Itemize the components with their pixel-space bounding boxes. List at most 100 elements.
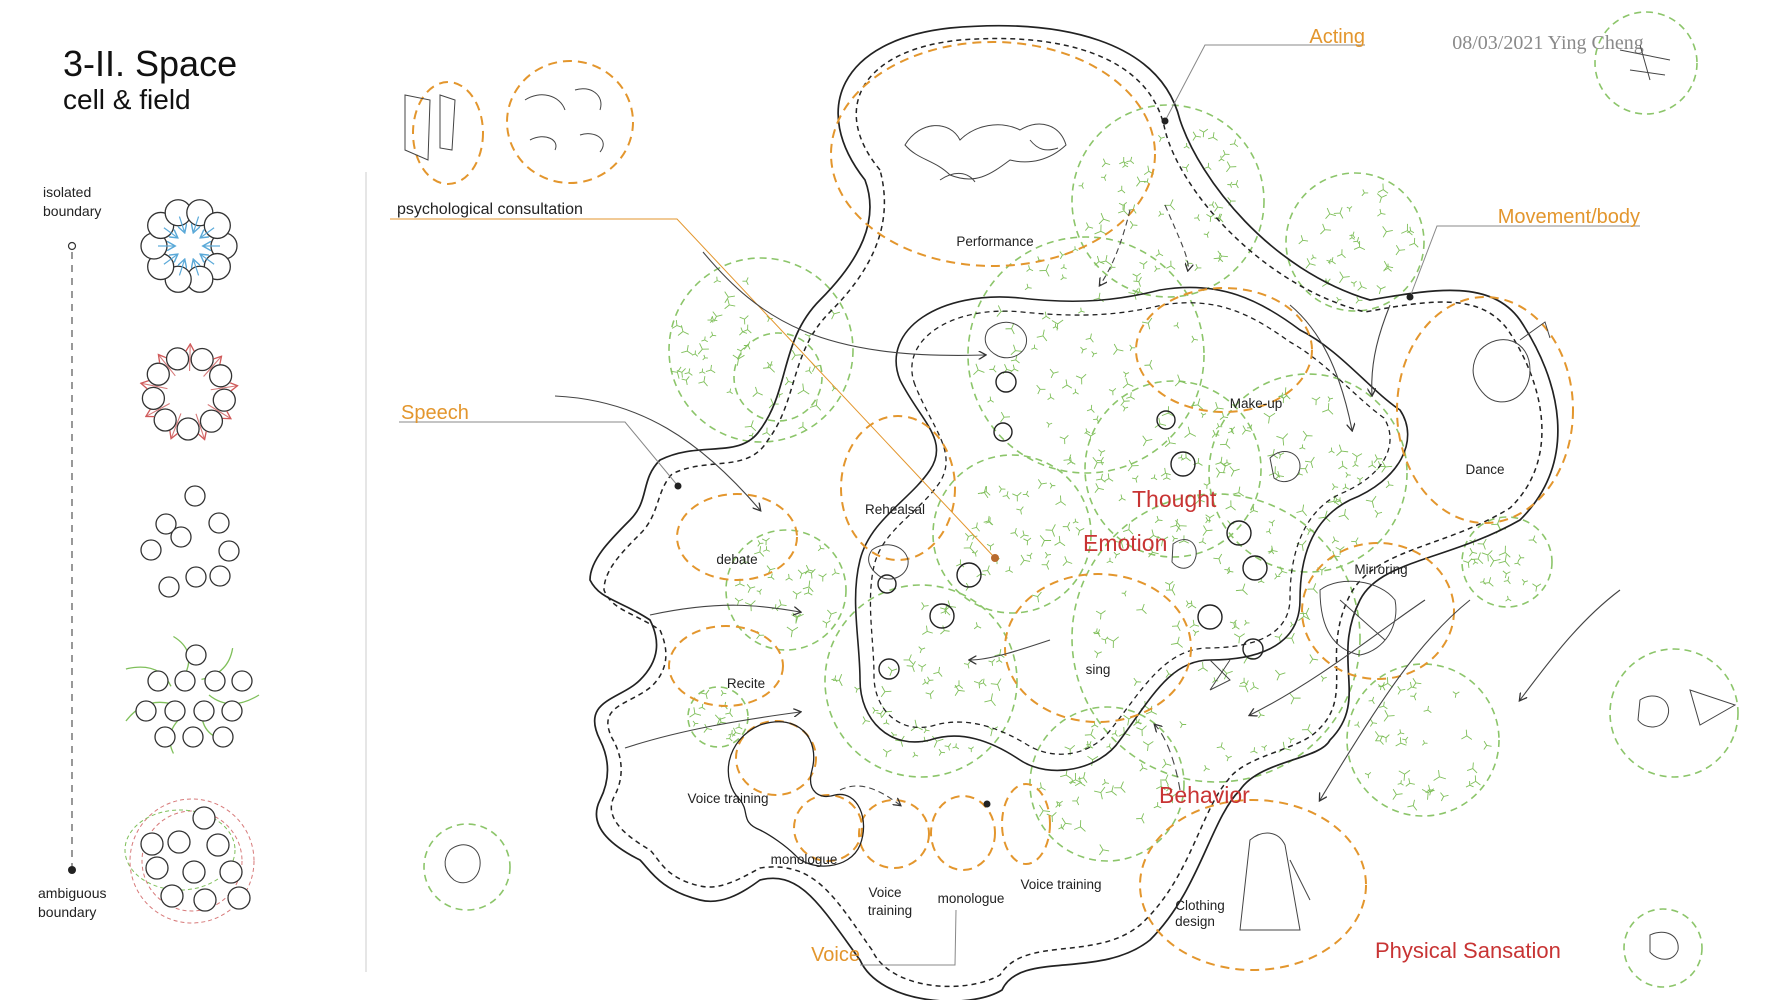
ring-cell [146,362,170,386]
vegetation-mark [973,622,982,630]
vegetation-mark [1477,538,1487,550]
vegetation-mark [1465,781,1474,788]
vegetation-mark [1113,551,1121,559]
vegetation-mark [831,568,840,576]
vegetation-mark [883,719,890,725]
cell-consult-large [506,60,634,184]
vegetation-mark [1204,162,1212,170]
vegetation-mark [1049,368,1059,379]
far-right-figure [1637,689,1737,728]
label-monologue-2: monologue [938,891,1005,906]
vegetation-mark [1470,775,1481,786]
filament-cell [204,670,226,692]
vegetation-mark [872,707,879,714]
vegetation-mark [1349,231,1356,239]
vegetation-mark [1041,560,1050,570]
micro-cell [1197,604,1223,630]
vegetation-mark [1072,388,1079,395]
vegetation-mark [1126,156,1135,164]
thought-figure [1269,451,1301,482]
vegetation-mark [1005,566,1013,573]
vegetation-mark [1106,743,1112,750]
label-voice-training-2-line1: Voice [868,885,901,900]
vegetation-mark [971,522,980,532]
vegetation-mark [1250,747,1258,754]
vegetation-mark [1083,741,1094,750]
vegetation-mark [1023,537,1032,546]
vegetation-mark [743,341,751,350]
vegetation-mark [1158,210,1165,217]
vegetation-mark [1148,529,1160,540]
vegetation-mark [1382,226,1393,238]
vegetation-mark [1133,677,1142,686]
top-right-figure [1619,44,1671,81]
green-field-top-right [1594,11,1698,115]
vegetation-mark [1268,466,1281,478]
vegetation-mark [1150,474,1158,481]
behavior-figure [1209,659,1231,691]
vegetation-mark [744,420,757,432]
vegetation-mark [1229,139,1239,148]
vegetation-mark [983,515,993,525]
vegetation-mark [762,427,771,437]
vegetation-mark [1528,535,1537,544]
vegetation-mark [1203,482,1211,489]
vegetation-mark [681,376,690,386]
vegetation-mark [1440,792,1449,802]
vegetation-mark [818,573,827,582]
outward-arrow [171,413,182,437]
vegetation-mark [1045,524,1056,537]
vegetation-mark [1200,412,1207,418]
vegetation-mark [1405,778,1415,787]
label-consultation: psychological consultation [397,201,583,218]
fog-ring [124,809,236,891]
fog-ring [141,810,243,912]
vegetation-mark [1206,213,1216,222]
vegetation-mark [1463,558,1473,568]
isolated-label-line2: boundary [43,203,101,219]
inward-arrow [163,227,177,237]
vegetation-mark [703,723,713,733]
filament-cell [221,700,243,722]
vegetation-mark [831,675,838,683]
vegetation-mark [1277,451,1285,459]
vegetation-mark [1231,180,1239,189]
vegetation-mark [1322,403,1334,415]
vegetation-mark [1192,131,1201,141]
vegetation-mark [714,714,726,726]
vegetation-mark [797,383,810,395]
vegetation-mark [689,707,702,718]
vegetation-mark [1054,535,1066,547]
vegetation-mark [933,666,943,677]
vegetation-mark [1131,475,1139,483]
vegetation-mark [1086,741,1092,748]
vegetation-mark [1227,427,1235,435]
vegetation-mark [1422,740,1428,746]
loose-cell [170,526,192,548]
boundary-dot [1161,117,1169,125]
vegetation-mark [1120,396,1130,406]
vegetation-mark [1395,737,1407,747]
vegetation-mark [1101,158,1111,168]
vegetation-mark [1219,461,1232,473]
vegetation-mark [827,609,837,620]
green-field-center [967,236,1205,474]
vegetation-mark [1336,249,1346,259]
vegetation-mark [1471,552,1484,565]
vegetation-mark [1154,265,1161,272]
vegetation-mark [767,573,775,580]
vegetation-mark [742,324,752,334]
vegetation-mark [1368,696,1375,705]
vegetation-mark [1165,581,1174,590]
speech-leader [399,421,679,487]
vegetation-mark [1016,506,1024,515]
label-debate: debate [716,552,757,567]
vegetation-mark [1353,236,1361,246]
vegetation-mark [1091,351,1098,358]
vegetation-mark [1276,433,1289,446]
vegetation-mark [1187,600,1197,609]
inward-arrow [163,255,177,265]
clothing-figure [1239,832,1311,931]
vegetation-mark [671,319,683,329]
vegetation-mark [1397,686,1406,695]
